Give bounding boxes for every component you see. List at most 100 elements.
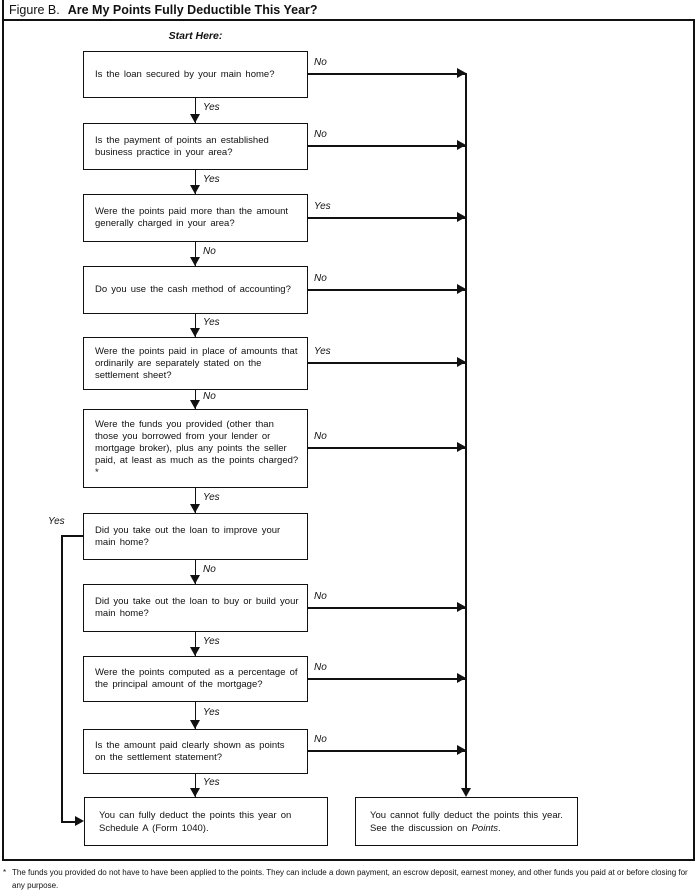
flowchart-border [2,19,695,861]
arrowhead-right-2 [457,140,466,150]
down-label-1: Yes [203,102,220,113]
down-label-6: Yes [203,492,220,503]
question-box-8: Did you take out the loan to buy or buil… [83,584,308,632]
branch-line-5 [308,362,466,364]
down-label-5: No [203,391,216,402]
question-box-2: Is the payment of points an established … [83,123,308,170]
question-text-1: Is the loan secured by your main home? [95,68,275,80]
arrowhead-down-1 [190,114,200,123]
loopback-vertical-line [61,535,63,822]
question-text-6: Were the funds you provided (other than … [95,418,299,478]
result-not-deductible-part2: . [498,822,501,834]
branch-label-6: No [314,431,327,442]
arrowhead-right-10 [457,745,466,755]
branch-label-1: No [314,57,327,68]
question-box-1: Is the loan secured by your main home? [83,51,308,98]
arrowhead-right-3 [457,212,466,222]
arrowhead-down-6 [190,504,200,513]
branch-line-4 [308,289,466,291]
down-connector-5 [194,390,196,409]
branch-line-8 [308,607,466,609]
arrowhead-down-5 [190,400,200,409]
question-box-4: Do you use the cash method of accounting… [83,266,308,314]
down-label-4: Yes [203,317,220,328]
figure-title: Figure B. Are My Points Fully Deductible … [9,3,318,17]
branch-label-2: No [314,129,327,140]
arrowhead-right-9 [457,673,466,683]
branch-line-6 [308,447,466,449]
loopback-top-line [61,535,83,537]
loopback-bottom-line [61,821,75,823]
down-label-8: Yes [203,636,220,647]
question-box-7: Did you take out the loan to improve you… [83,513,308,560]
question-text-5: Were the points paid in place of amounts… [95,345,298,381]
arrowhead-right-1 [457,68,466,78]
arrowhead-down-collector [460,788,471,797]
question-text-4: Do you use the cash method of accounting… [95,284,291,295]
down-label-10: Yes [203,777,220,788]
arrowhead-right-5 [457,357,466,367]
question-text-3: Were the points paid more than the amoun… [95,206,289,229]
down-label-9: Yes [203,707,220,718]
start-here-label: Start Here: [168,30,223,42]
question-text-7: Did you take out the loan to improve you… [95,524,281,548]
down-connector-1 [194,98,196,123]
branch-label-3: Yes [314,201,331,212]
question-text-10: Is the amount paid clearly shown as poin… [95,739,285,763]
branch-line-10 [308,750,466,752]
question-box-10: Is the amount paid clearly shown as poin… [83,729,308,774]
result-not-deductible-text: You cannot fully deduct the points this … [356,807,577,837]
down-label-3: No [203,246,216,257]
arrowhead-right-8 [457,602,466,612]
question-text-9: Were the points computed as a percentage… [95,667,298,690]
result-box-not-deductible: You cannot fully deduct the points this … [355,797,578,846]
arrowhead-down-4 [190,328,200,337]
down-connector-7 [194,560,196,584]
arrowhead-right-4 [457,284,466,294]
down-label-2: Yes [203,174,220,185]
question-box-5: Were the points paid in place of amounts… [83,337,308,390]
down-connector-8 [194,632,196,656]
question-box-9: Were the points computed as a percentage… [83,656,308,702]
branch-label-4: No [314,273,327,284]
arrowhead-right-loopback [75,816,84,826]
branch-label-8: No [314,591,327,602]
question-text-2: Is the payment of points an established … [95,134,269,158]
footnote-asterisk: * [3,868,7,877]
question-text-8: Did you take out the loan to buy or buil… [95,596,299,619]
down-connector-2 [194,170,196,194]
footnote: * The funds you provided do not have to … [3,866,696,892]
branch-line-2 [308,145,466,147]
arrowhead-right-6 [457,442,466,452]
branch-line-1 [308,73,466,75]
branch-label-5: Yes [314,346,331,357]
branch-label-7: Yes [48,516,65,527]
figure-title-text: Are My Points Fully Deductible This Year… [67,3,318,17]
title-left-border [2,0,4,19]
arrowhead-down-3 [190,257,200,266]
result-not-deductible-part1: You cannot fully deduct the points this … [370,809,563,834]
figure-label: Figure B. [9,3,60,17]
arrowhead-down-10 [190,788,200,797]
footnote-text: The funds you provided do not have to ha… [12,868,688,890]
down-connector-6 [194,488,196,513]
arrowhead-down-7 [190,575,200,584]
result-box-deductible: You can fully deduct the points this yea… [84,797,328,846]
down-connector-9 [194,702,196,729]
arrowhead-down-9 [190,720,200,729]
branch-label-9: No [314,662,327,673]
question-box-6: Were the funds you provided (other than … [83,409,308,488]
down-connector-3 [194,242,196,266]
down-label-7: No [203,564,216,575]
arrowhead-down-8 [190,647,200,656]
result-not-deductible-points-term: Points [471,822,498,834]
collector-line [465,73,467,788]
down-connector-4 [194,314,196,337]
arrowhead-down-2 [190,185,200,194]
down-connector-10 [194,774,196,797]
branch-line-3 [308,217,466,219]
branch-label-10: No [314,734,327,745]
question-box-3: Were the points paid more than the amoun… [83,194,308,242]
branch-line-9 [308,678,466,680]
